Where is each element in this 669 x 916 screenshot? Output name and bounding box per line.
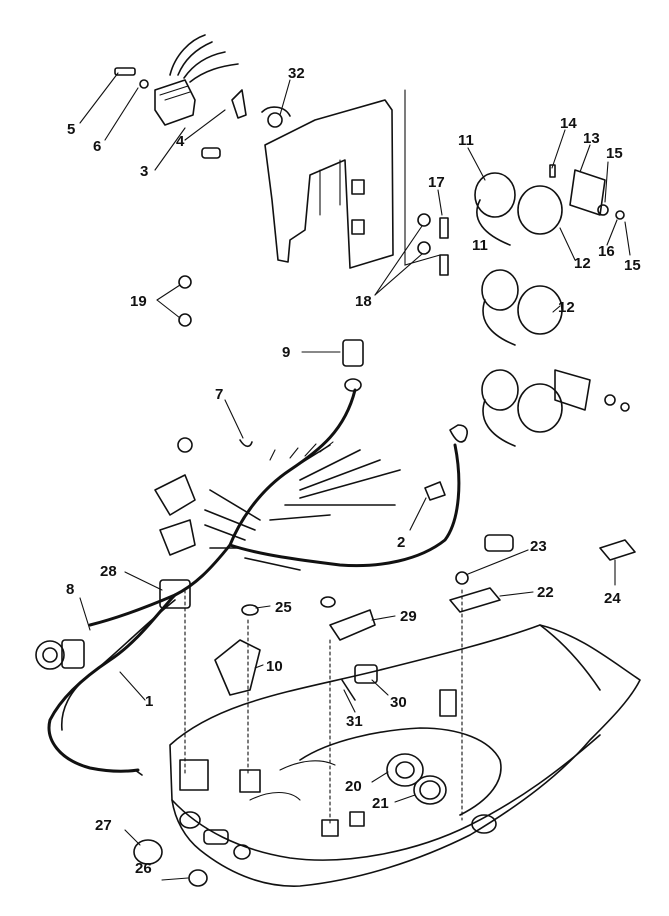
callout-20: 20 (345, 778, 362, 795)
callout-12-top: 12 (574, 255, 591, 272)
coil-top (474, 169, 606, 246)
callout-12-mid: 12 (558, 299, 575, 316)
callout-23: 23 (530, 538, 547, 555)
coil-middle (481, 269, 563, 346)
callout-22: 22 (537, 584, 554, 601)
callout-17: 17 (428, 174, 445, 191)
callout-24: 24 (604, 590, 621, 607)
callout-19: 19 (130, 293, 147, 310)
callout-15-top: 15 (606, 145, 623, 162)
callout-5: 5 (67, 121, 75, 138)
callout-10: 10 (266, 658, 283, 675)
callout-30: 30 (390, 694, 407, 711)
callout-15-bottom: 15 (624, 257, 641, 274)
callout-18: 18 (355, 293, 372, 310)
callout-32: 32 (288, 65, 305, 82)
callout-3: 3 (140, 163, 148, 180)
bottom-cowling (169, 624, 641, 887)
callout-labels: 5 6 3 4 32 14 13 15 11 17 12 16 15 11 18… (66, 65, 641, 877)
rectifier-assembly (114, 34, 247, 159)
callout-27: 27 (95, 817, 112, 834)
callout-9: 9 (282, 344, 290, 361)
callout-7: 7 (215, 386, 223, 403)
callout-25: 25 (275, 599, 292, 616)
callout-21: 21 (372, 795, 389, 812)
callout-16: 16 (598, 243, 615, 260)
ignition-coils (474, 164, 630, 447)
bracket-panel (264, 89, 441, 269)
small-parts (133, 106, 636, 887)
callout-31: 31 (346, 713, 363, 730)
callout-1: 1 (145, 693, 153, 710)
coil-bottom (481, 369, 591, 447)
callout-13: 13 (583, 130, 600, 147)
callout-11-mid: 11 (472, 237, 488, 254)
guide-lines (184, 589, 463, 826)
callout-28: 28 (100, 563, 117, 580)
callout-29: 29 (400, 608, 417, 625)
callout-11-top: 11 (458, 132, 474, 149)
callout-4: 4 (176, 133, 185, 150)
callout-26: 26 (135, 860, 152, 877)
callout-8: 8 (66, 581, 74, 598)
callout-14: 14 (560, 115, 577, 132)
leader-lines (79, 72, 631, 881)
callout-6: 6 (93, 138, 101, 155)
wiring-harness (35, 339, 514, 776)
callout-2: 2 (397, 534, 405, 551)
